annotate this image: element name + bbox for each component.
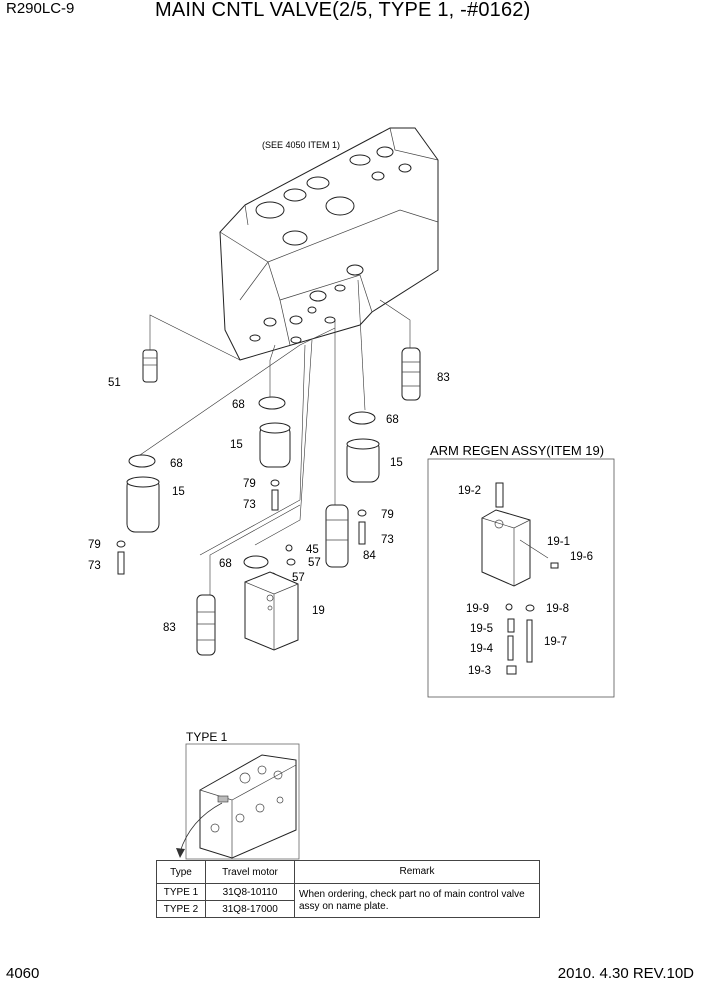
bolt-73-left	[117, 551, 125, 575]
o-ring-68-lower	[243, 555, 269, 569]
valve-84	[325, 504, 349, 568]
arm-regen-assy-panel	[427, 458, 615, 698]
label-15-left: 15	[172, 486, 185, 498]
label-19-7: 19-7	[544, 636, 567, 648]
header-travel-motor: Travel motor	[205, 860, 295, 884]
label-68-right: 68	[386, 414, 399, 426]
label-68-center: 68	[232, 399, 245, 411]
header-remark: Remark	[294, 860, 540, 884]
table-row: TYPE 1 31Q8-10110 When ordering, check p…	[156, 883, 540, 918]
bolt-73-center	[271, 489, 279, 511]
label-19-2: 19-2	[458, 485, 481, 497]
o-ring-68-left	[128, 454, 156, 468]
washer-79-right	[357, 509, 367, 517]
label-19-1: 19-1	[547, 536, 570, 548]
label-15-right: 15	[390, 457, 403, 469]
label-83-right: 83	[437, 372, 450, 384]
page-number: 4060	[6, 965, 40, 982]
type-1-inset	[176, 743, 300, 860]
label-19-6: 19-6	[570, 551, 593, 563]
cell-type: TYPE 2	[156, 900, 206, 918]
valve-body	[219, 127, 439, 361]
relief-valve-83-right	[401, 347, 421, 401]
label-19-8: 19-8	[546, 603, 569, 615]
plug-51	[142, 349, 158, 383]
label-15-center: 15	[230, 439, 243, 451]
label-68-lower: 68	[219, 558, 232, 570]
cell-motor: 31Q8-10110	[205, 883, 295, 901]
plug-45	[285, 544, 293, 552]
label-19: 19	[312, 605, 325, 617]
cylinder-15-center	[259, 422, 291, 468]
label-83-left: 83	[163, 622, 176, 634]
label-79-center: 79	[243, 478, 256, 490]
leader-lines	[139, 279, 411, 595]
table-row: TYPE 2 31Q8-17000	[156, 900, 540, 918]
o-ring-68-center	[258, 396, 286, 410]
page-title: MAIN CNTL VALVE(2/5, TYPE 1, -#0162)	[155, 0, 531, 21]
label-19-4: 19-4	[470, 643, 494, 655]
o-ring-68-right	[348, 411, 376, 425]
label-68-left: 68	[170, 458, 183, 470]
travel-motor-table: Type Travel motor Remark TYPE 1 31Q8-101…	[156, 860, 540, 918]
label-45: 45	[306, 544, 319, 556]
cylinder-15-right	[346, 438, 380, 483]
label-19-9: 19-9	[466, 603, 489, 615]
o-ring-57-upper	[286, 558, 296, 566]
relief-valve-83-left	[196, 594, 216, 656]
arm-regen-title: ARM REGEN ASSY(ITEM 19)	[430, 443, 604, 458]
header-type: Type	[156, 860, 206, 884]
label-73-center: 73	[243, 499, 256, 511]
table-header-row: Type Travel motor Remark	[156, 860, 540, 884]
label-57-upper: 57	[308, 557, 321, 569]
cylinder-15-left	[126, 476, 160, 533]
label-57-lower: 57	[292, 572, 305, 584]
label-73-right: 73	[381, 534, 394, 546]
bolt-73-right	[358, 521, 366, 545]
arm-regen-block-19	[244, 571, 299, 651]
label-79-left: 79	[88, 539, 101, 551]
cell-type: TYPE 1	[156, 883, 206, 901]
cell-motor: 31Q8-17000	[205, 900, 295, 918]
label-51: 51	[108, 377, 121, 389]
reference-note: (SEE 4050 ITEM 1)	[262, 140, 340, 150]
model-number: R290LC-9	[6, 0, 75, 17]
arm-regen-exploded	[481, 482, 559, 675]
type-inset-title: TYPE 1	[186, 730, 228, 744]
label-19-3: 19-3	[468, 665, 491, 677]
washer-79-left	[116, 540, 126, 548]
label-73-left: 73	[88, 560, 101, 572]
revision-date: 2010. 4.30 REV.10D	[557, 965, 694, 982]
label-19-5: 19-5	[470, 623, 493, 635]
washer-79-center	[270, 479, 280, 487]
label-79-right: 79	[381, 509, 394, 521]
cell-remark: When ordering, check part no of main con…	[294, 883, 540, 918]
label-84: 84	[363, 550, 376, 562]
